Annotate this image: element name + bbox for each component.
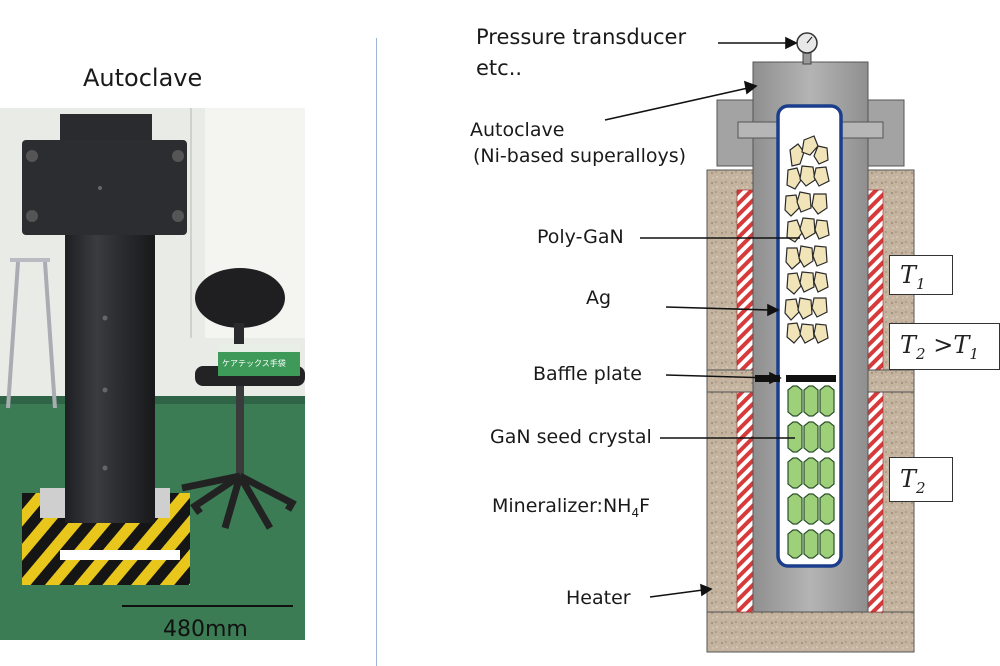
label-poly-gan: Poly-GaN (537, 226, 624, 248)
gan-seed-crystals (787, 385, 835, 559)
label-ag: Ag (586, 287, 612, 309)
label-pressure-transducer: Pressure transducer (476, 25, 687, 49)
autoclave-photo: ケアテックス手袋 (0, 108, 305, 640)
arrow-autoclave (604, 87, 749, 121)
heater-left (736, 189, 754, 613)
photo-title: Autoclave (83, 64, 203, 92)
temp-box-t2: T2 (889, 457, 953, 502)
label-mineralizer: Mineralizer:NH4F (492, 495, 651, 520)
label-autoclave: Autoclave (470, 119, 565, 141)
temp-box-t1: T1 (889, 255, 953, 295)
base-block (706, 611, 915, 653)
label-etc: etc.. (476, 56, 523, 80)
scale-label: 480mm (163, 617, 248, 642)
label-ni-superalloys: (Ni-based superalloys) (473, 145, 687, 167)
poly-gan (784, 135, 830, 344)
label-baffle-plate: Baffle plate (533, 363, 642, 385)
divider-line (376, 38, 377, 666)
baffle-plate (786, 375, 836, 382)
heater-right (866, 189, 884, 613)
temp-box-t2-gt-t1: T2 >T1 (889, 323, 1000, 370)
arrow-ag (665, 306, 771, 311)
label-gan-seed-crystal: GaN seed crystal (490, 426, 652, 448)
label-heater: Heater (566, 587, 631, 609)
arrow-baffle (665, 374, 773, 379)
arrow-heater (649, 589, 704, 598)
box-sticker: ケアテックス手袋 (222, 358, 286, 368)
